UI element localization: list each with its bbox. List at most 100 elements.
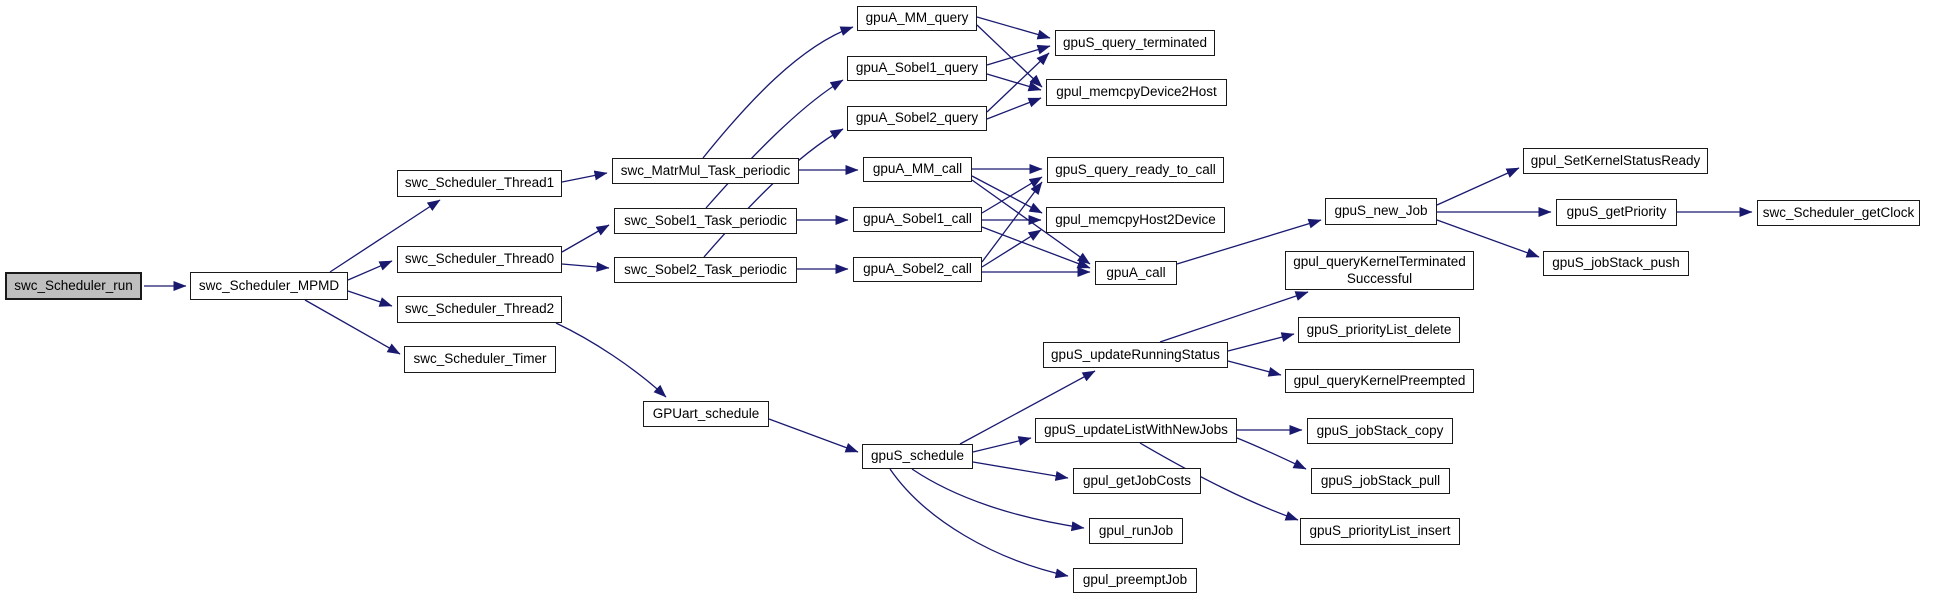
node-label: gpuS_query_ready_to_call — [1055, 161, 1216, 177]
node-label: gpuS_updateRunningStatus — [1051, 346, 1220, 362]
node-label: gpuS_new_Job — [1334, 203, 1428, 219]
node-label: gpuS_getPriority — [1566, 204, 1667, 220]
node-label: gpuA_Sobel2_call — [863, 261, 972, 277]
node-label: gpul_getJobCosts — [1082, 472, 1192, 488]
edge-update_running-query_preempted — [1227, 360, 1282, 377]
edge-gpua_call-new_job — [1176, 218, 1322, 265]
node-label: swc_Scheduler_Thread0 — [404, 251, 555, 267]
node-label: gpuA_Sobel1_call — [863, 211, 972, 227]
edge-sobel1_query-memcpy_d2h — [986, 73, 1042, 92]
node-label: swc_Scheduler_getClock — [1762, 204, 1915, 220]
edge-update_list-jobstack_pull — [1236, 437, 1307, 470]
edge-update_running-plist_delete — [1227, 332, 1295, 352]
edge-gpuart_schedule-gpus_schedule — [768, 418, 859, 453]
node-gpul_SetKernelStatusReady[interactable]: gpul_SetKernelStatusReady — [1523, 148, 1708, 174]
node-gpul_memcpyDevice2Host[interactable]: gpul_memcpyDevice2Host — [1046, 79, 1227, 106]
node-label-line1: gpul_queryKernelTerminated — [1293, 254, 1466, 270]
node-gpuA_MM_call[interactable]: gpuA_MM_call — [863, 157, 972, 182]
node-gpul_preemptJob[interactable]: gpul_preemptJob — [1073, 568, 1197, 593]
node-swc_Scheduler_Timer[interactable]: swc_Scheduler_Timer — [404, 346, 556, 373]
node-label: gpuA_Sobel2_query — [855, 110, 979, 126]
node-gpuA_call[interactable]: gpuA_call — [1095, 261, 1177, 285]
node-label: swc_Sobel1_Task_periodic — [624, 212, 787, 228]
node-swc_Sobel1_Task_periodic[interactable]: swc_Sobel1_Task_periodic — [614, 208, 797, 234]
node-gpuS_jobStack_push[interactable]: gpuS_jobStack_push — [1543, 251, 1689, 276]
node-label: GPUart_schedule — [652, 405, 760, 421]
node-GPUart_schedule[interactable]: GPUart_schedule — [643, 401, 769, 427]
node-swc_Scheduler_Thread1[interactable]: swc_Scheduler_Thread1 — [397, 170, 562, 197]
node-gpuS_jobStack_copy[interactable]: gpuS_jobStack_copy — [1307, 418, 1453, 444]
edge-mm_query-query_terminated — [976, 16, 1051, 40]
node-label: gpuA_Sobel1_query — [855, 60, 979, 76]
edge-mpmd-thread0 — [347, 260, 393, 281]
node-gpuS_priorityList_delete[interactable]: gpuS_priorityList_delete — [1298, 317, 1460, 343]
node-label: gpuS_schedule — [870, 448, 965, 464]
node-gpuS_priorityList_insert[interactable]: gpuS_priorityList_insert — [1300, 518, 1460, 545]
node-swc_MatrMul_Task_periodic[interactable]: swc_MatrMul_Task_periodic — [612, 158, 799, 184]
node-gpul_memcpyHost2Device[interactable]: gpul_memcpyHost2Device — [1046, 207, 1225, 233]
edge-mpmd-timer — [304, 299, 401, 355]
node-swc_Scheduler_run[interactable]: swc_Scheduler_run — [5, 272, 142, 300]
edge-mpmd-thread1 — [329, 199, 441, 273]
edge-sobel2_task-sobel2_query — [703, 128, 844, 258]
node-label-line2: Successful — [1346, 270, 1413, 286]
node-label: gpul_queryKernelPreempted — [1293, 372, 1466, 388]
node-gpuS_jobStack_pull[interactable]: gpuS_jobStack_pull — [1311, 468, 1450, 494]
node-gpuS_updateRunningStatus[interactable]: gpuS_updateRunningStatus — [1043, 342, 1228, 368]
edge-thread2-gpuart_schedule — [555, 322, 667, 398]
node-swc_Sobel2_Task_periodic[interactable]: swc_Sobel2_Task_periodic — [614, 257, 797, 283]
edge-thread1-matrmul — [561, 170, 608, 183]
node-gpuS_query_ready_to_call[interactable]: gpuS_query_ready_to_call — [1047, 157, 1224, 183]
node-swc_Scheduler_Thread0[interactable]: swc_Scheduler_Thread0 — [397, 246, 562, 273]
node-gpuS_query_terminated[interactable]: gpuS_query_terminated — [1055, 30, 1215, 56]
node-label: gpuA_MM_query — [865, 10, 969, 26]
node-label: gpul_runJob — [1098, 522, 1174, 538]
node-gpuS_updateListWithNewJobs[interactable]: gpuS_updateListWithNewJobs — [1035, 418, 1237, 443]
node-swc_Scheduler_MPMD[interactable]: swc_Scheduler_MPMD — [190, 272, 348, 300]
node-gpuA_MM_query[interactable]: gpuA_MM_query — [857, 6, 977, 31]
edge-gpus_schedule-update_running — [959, 370, 1096, 445]
edge-gpus_schedule-get_job_costs — [972, 461, 1069, 481]
edge-update_running-query_term_succ — [1159, 291, 1309, 343]
node-label: gpuS_priorityList_insert — [1309, 523, 1451, 539]
node-label: swc_MatrMul_Task_periodic — [620, 162, 791, 178]
node-swc_Scheduler_Thread2[interactable]: swc_Scheduler_Thread2 — [397, 296, 562, 323]
node-gpuS_getPriority[interactable]: gpuS_getPriority — [1556, 199, 1677, 226]
edge-thread0-sobel1_task — [561, 224, 610, 253]
node-gpuA_Sobel2_query[interactable]: gpuA_Sobel2_query — [847, 106, 987, 131]
node-gpuA_Sobel1_query[interactable]: gpuA_Sobel1_query — [847, 56, 987, 81]
edge-matrmul-mm_query — [702, 26, 854, 159]
edge-sobel2_call-memcpy_h2d — [981, 229, 1042, 268]
node-label: gpuS_priorityList_delete — [1306, 321, 1452, 337]
node-gpuA_Sobel1_call[interactable]: gpuA_Sobel1_call — [853, 207, 982, 232]
node-label: gpuS_jobStack_pull — [1320, 472, 1441, 488]
edge-gpus_schedule-preempt_job — [889, 468, 1069, 579]
edge-new_job-set_kernel_ready — [1436, 167, 1520, 206]
node-gpuA_Sobel2_call[interactable]: gpuA_Sobel2_call — [853, 257, 982, 282]
edge-mm_call-memcpy_h2d — [971, 175, 1043, 214]
edge-sobel2_query-query_terminated — [986, 52, 1050, 113]
node-label: swc_Scheduler_Thread2 — [404, 301, 555, 317]
node-label: swc_Scheduler_MPMD — [198, 277, 340, 293]
node-gpul_runJob[interactable]: gpul_runJob — [1089, 518, 1183, 544]
node-gpuS_new_Job[interactable]: gpuS_new_Job — [1325, 198, 1437, 225]
node-gpul_getJobCosts[interactable]: gpul_getJobCosts — [1073, 468, 1201, 494]
node-gpul_queryKernelPreempted[interactable]: gpul_queryKernelPreempted — [1285, 369, 1474, 393]
edge-sobel1_task-sobel1_query — [705, 79, 844, 209]
node-label: gpuS_jobStack_push — [1552, 255, 1680, 271]
node-gpuS_schedule[interactable]: gpuS_schedule — [862, 444, 973, 469]
edge-mpmd-thread2 — [347, 290, 393, 307]
node-label: gpul_preemptJob — [1082, 572, 1188, 588]
node-label: swc_Scheduler_Timer — [413, 351, 547, 367]
node-swc_Scheduler_getClock[interactable]: swc_Scheduler_getClock — [1757, 200, 1920, 226]
edge-sobel2_call-query_ready — [981, 181, 1043, 263]
edge-gpus_schedule-run_job — [911, 468, 1085, 532]
node-label: gpuS_jobStack_copy — [1316, 422, 1444, 438]
node-label: gpuS_query_terminated — [1062, 34, 1208, 50]
edge-sobel2_query-memcpy_d2h — [986, 97, 1042, 120]
node-label: gpuA_call — [1106, 264, 1166, 280]
node-label: gpul_memcpyDevice2Host — [1056, 84, 1217, 100]
